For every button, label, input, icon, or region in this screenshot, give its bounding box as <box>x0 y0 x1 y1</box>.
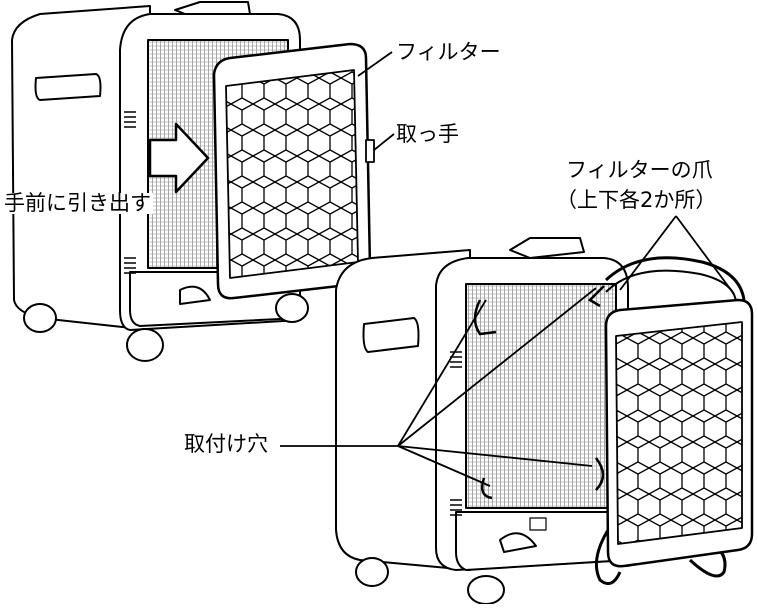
unit-2-side-vents <box>450 351 462 516</box>
label-pull-out: 手前に引き出す <box>2 191 153 215</box>
unit-2-caster <box>467 575 505 605</box>
unit-1-caster <box>23 303 57 333</box>
label-handle: 取っ手 <box>396 122 459 146</box>
leader-filter <box>357 51 393 77</box>
label-mount-holes: 取付け穴 <box>184 432 268 456</box>
leader-hole-2 <box>397 287 597 447</box>
unit-1-side-vents <box>124 111 136 274</box>
unit-2-inner-filter <box>465 283 617 509</box>
leader-claw-a <box>619 215 677 291</box>
mount-hole-arrows <box>473 285 605 500</box>
unit-1-caster <box>126 328 164 362</box>
leader-handle <box>373 133 395 151</box>
unit-1-side-handle <box>34 73 102 101</box>
unit-2-side-handle <box>362 317 420 353</box>
leader-hole-1 <box>397 299 487 447</box>
leader-hole-4 <box>397 445 593 467</box>
leader-claw-b <box>675 215 735 295</box>
label-filter-claw: フィルターの爪 <box>566 158 713 182</box>
label-filter-claw-count: （上下各2か所） <box>556 188 717 212</box>
filter-handle-tab <box>365 139 375 163</box>
unit-2-caster <box>355 557 389 587</box>
unit-2-base <box>455 511 629 571</box>
pull-direction-arrow-icon <box>148 122 210 194</box>
unit-2-label-plate <box>529 517 547 531</box>
unit-2 <box>335 237 641 605</box>
unit-2-leader-lines <box>280 215 735 487</box>
unit-1-caster <box>275 293 309 323</box>
unit-2-filter-panel <box>594 256 754 586</box>
label-filter: フィルター <box>396 40 501 64</box>
unit-1-leader-lines <box>357 51 395 151</box>
unit-1-filter-panel <box>212 42 375 300</box>
unit-2-base-detail <box>499 532 537 553</box>
unit-2-top-handle <box>509 237 585 259</box>
leader-hole-3 <box>397 445 491 487</box>
unit-1-base-detail <box>179 285 211 305</box>
